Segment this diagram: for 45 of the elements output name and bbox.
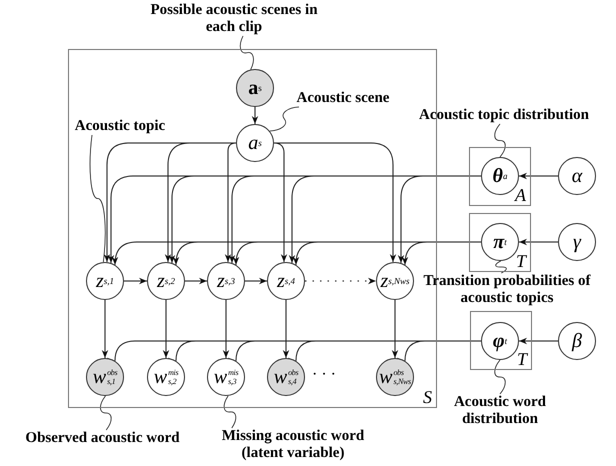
arrow	[102, 300, 108, 358]
arrow	[402, 340, 482, 362]
variable-node: γ	[558, 223, 596, 261]
annotation-text: Acoustic word distribution	[440, 394, 560, 428]
leader-line	[224, 395, 236, 428]
arrow	[274, 142, 288, 263]
plate-label: S	[423, 387, 432, 407]
arrow	[252, 106, 258, 124]
plate-box	[469, 213, 531, 272]
arrow	[222, 300, 230, 358]
variable-node: α	[558, 157, 596, 195]
ellipsis-text: · · ·	[312, 366, 336, 384]
plate-box	[469, 147, 531, 206]
leader-line	[494, 360, 506, 394]
arrow	[398, 176, 482, 264]
annotation-text: Possible acoustic scenes in each clip	[144, 2, 324, 36]
arrow	[518, 172, 558, 180]
annotation-text: Acoustic scene	[288, 90, 398, 107]
leader-line	[90, 134, 106, 262]
annotation-text: Transition probabilities of acoustic topics	[412, 273, 602, 307]
arrow	[162, 300, 170, 358]
arrow	[282, 300, 290, 358]
leader-line	[494, 124, 506, 158]
arrow	[518, 238, 558, 246]
leader-line	[240, 36, 254, 70]
arrow	[244, 278, 268, 284]
variable-node: β	[558, 322, 596, 360]
arrow	[224, 142, 236, 263]
arrow	[164, 142, 236, 263]
plate-label: T	[516, 349, 527, 369]
plate-box	[470, 311, 532, 370]
arrow	[518, 338, 558, 344]
arrow	[392, 300, 398, 358]
annotation-text: Acoustic topic	[64, 118, 176, 135]
annotation-text: Missing acoustic word (latent variable)	[208, 428, 378, 462]
arrow	[184, 278, 208, 284]
arrow	[402, 242, 482, 266]
arrow	[124, 278, 148, 284]
arrow	[304, 278, 376, 284]
leader-line	[495, 260, 507, 274]
leader-line	[100, 396, 112, 430]
annotation-text: Acoustic topic distribution	[404, 107, 604, 124]
arrow	[274, 142, 396, 263]
annotation-text: Observed acoustic word	[10, 430, 195, 447]
leader-line	[269, 106, 300, 132]
